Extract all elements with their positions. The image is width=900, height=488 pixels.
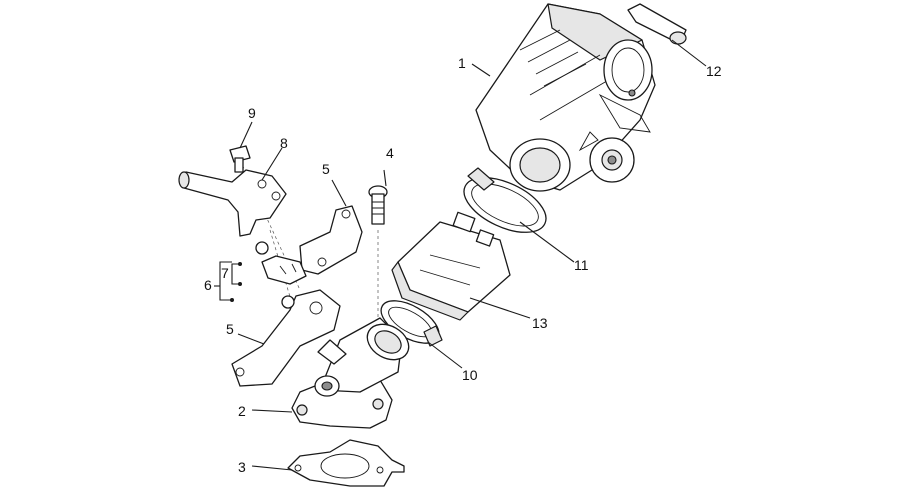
callout-3: 3 (238, 459, 246, 475)
callout-5-lower: 5 (226, 321, 234, 337)
clamp-11 (463, 167, 547, 233)
throttle-body (475, 3, 656, 192)
bracket-upper (299, 205, 363, 275)
callout-5-upper: 5 (322, 161, 330, 177)
callout-2: 2 (238, 403, 246, 419)
clamp-10 (380, 300, 443, 347)
callout-6: 6 (204, 277, 212, 293)
callout-8: 8 (280, 135, 288, 151)
callout-7: 7 (221, 265, 229, 281)
bolt-9 (229, 145, 251, 173)
sensor-8 (178, 169, 287, 237)
bracket-lower (231, 289, 341, 387)
sensor-assembly (255, 241, 307, 309)
gasket (287, 439, 405, 487)
screw (368, 185, 388, 225)
leader-lines (237, 39, 707, 471)
callout-11: 11 (574, 257, 589, 273)
group-bracket (214, 261, 242, 302)
callout-4: 4 (386, 145, 394, 161)
spacer-13 (391, 211, 511, 321)
callout-10: 10 (462, 367, 478, 383)
callout-13: 13 (532, 315, 548, 331)
intake-manifold (291, 317, 410, 429)
callout-1: 1 (458, 55, 466, 71)
callout-9: 9 (248, 105, 256, 121)
callout-12: 12 (706, 63, 722, 79)
